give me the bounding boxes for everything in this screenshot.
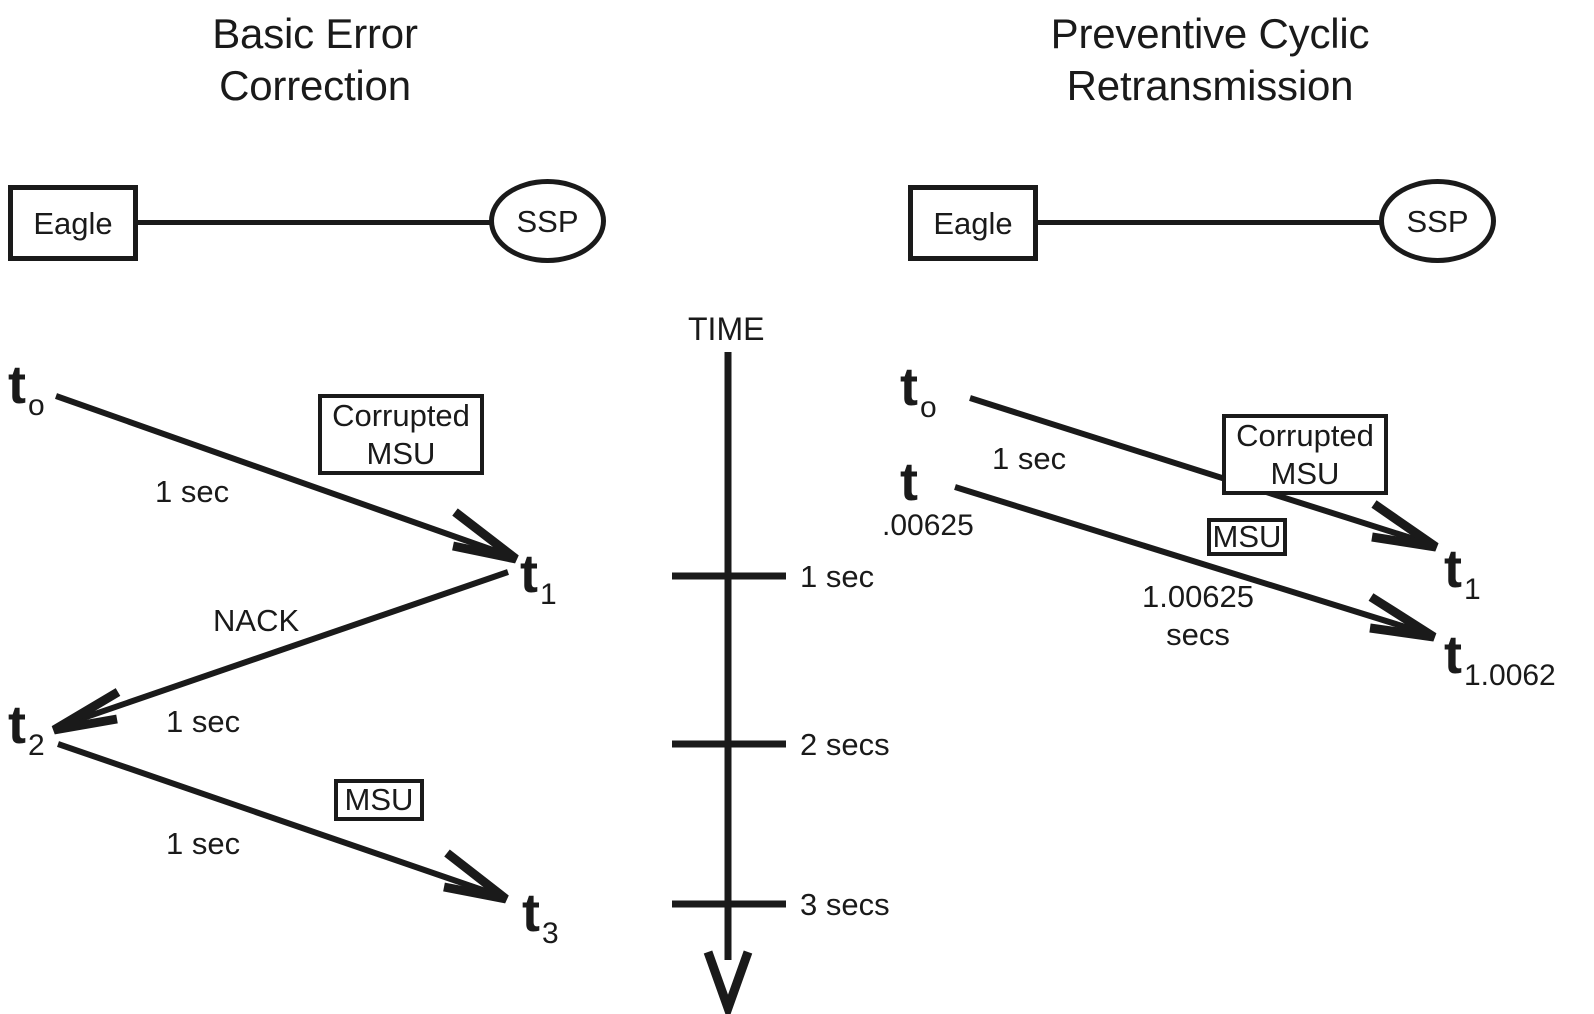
right-duration-1: 1 sec [992, 441, 1067, 476]
left-arrow-nack [51, 569, 509, 735]
left-time-point-t1: t1 [520, 544, 557, 610]
left-panel-title-line2: Correction [219, 62, 411, 110]
right-panel-title: Preventive Cyclic Retransmission [900, 8, 1520, 112]
left-corrupted-msu-line1: Corrupted [332, 398, 470, 434]
left-duration-2: 1 sec [166, 704, 241, 739]
right-t10062-base: t [1444, 625, 1462, 685]
left-arrow-msu [57, 741, 509, 904]
left-panel-title: Basic Error Correction [10, 8, 620, 112]
left-t1-base: t [520, 544, 538, 604]
left-node-ssp: SSP [489, 179, 606, 263]
left-panel-title-line1: Basic Error [212, 10, 418, 57]
left-t0-sub: o [27, 389, 45, 422]
right-node-ssp-label: SSP [1406, 203, 1469, 239]
time-axis-label-1-sec: 1 sec [800, 559, 875, 594]
right-corrupted-msu-line2: MSU [1270, 455, 1340, 491]
left-duration-1: 1 sec [155, 474, 230, 509]
right-t1-sub: 1 [1463, 573, 1481, 606]
left-t2-sub: 2 [27, 729, 45, 762]
right-duration-2: 1.00625 secs [1118, 578, 1278, 654]
right-node-link [1036, 220, 1384, 225]
right-time-point-t10062: t1.0062 [1444, 625, 1556, 691]
left-t3-sub: 3 [541, 917, 559, 950]
left-msu-label: MSU [344, 782, 414, 818]
right-message-msu: MSU [1207, 518, 1287, 556]
left-t1-sub: 1 [539, 578, 557, 611]
time-axis-label-3-secs: 3 secs [800, 887, 890, 922]
right-t1-base: t [1444, 539, 1462, 599]
left-duration-3: 1 sec [166, 826, 241, 861]
left-corrupted-msu-line2: MSU [366, 435, 436, 471]
right-t00625-sub: .00625 [882, 509, 974, 542]
right-t00625-base: t [900, 452, 918, 512]
left-message-corrupted-msu: Corrupted MSU [318, 394, 484, 475]
left-t2-base: t [8, 695, 26, 755]
left-t0-base: t [8, 355, 26, 415]
left-message-msu: MSU [334, 779, 424, 821]
right-t0-base: t [900, 357, 918, 417]
right-panel-title-line2: Retransmission [1066, 62, 1354, 110]
right-t10062-sub: 1.0062 [1463, 659, 1556, 692]
right-msu-label: MSU [1212, 519, 1282, 555]
time-axis-title: TIME [688, 311, 765, 347]
right-node-eagle: Eagle [908, 185, 1038, 261]
right-corrupted-msu-line1: Corrupted [1236, 418, 1374, 454]
right-duration-2-line1: 1.00625 [1141, 579, 1255, 614]
left-node-ssp-label: SSP [516, 203, 579, 239]
left-label-nack: NACK [213, 603, 300, 638]
right-time-point-t1: t1 [1444, 539, 1481, 605]
axis-arrowhead [703, 950, 753, 1014]
right-message-corrupted-msu: Corrupted MSU [1222, 414, 1388, 495]
right-duration-2-line2: secs [1166, 616, 1230, 652]
right-node-ssp: SSP [1379, 179, 1496, 263]
left-node-link [136, 220, 494, 225]
right-node-eagle-label: Eagle [933, 205, 1013, 241]
left-time-point-t3: t3 [522, 883, 559, 949]
right-time-point-t00625: t.00625 [882, 452, 974, 541]
left-t3-base: t [522, 883, 540, 943]
left-time-point-t0: to [8, 355, 45, 421]
time-axis [672, 352, 786, 1014]
time-axis-label-2-secs: 2 secs [800, 727, 890, 762]
left-node-eagle: Eagle [8, 185, 138, 261]
right-t0-sub: o [919, 391, 937, 424]
left-time-point-t2: t2 [8, 695, 45, 761]
right-panel-title-line1: Preventive Cyclic [1050, 10, 1370, 57]
left-node-eagle-label: Eagle [33, 205, 113, 241]
right-time-point-t0: to [900, 357, 937, 423]
